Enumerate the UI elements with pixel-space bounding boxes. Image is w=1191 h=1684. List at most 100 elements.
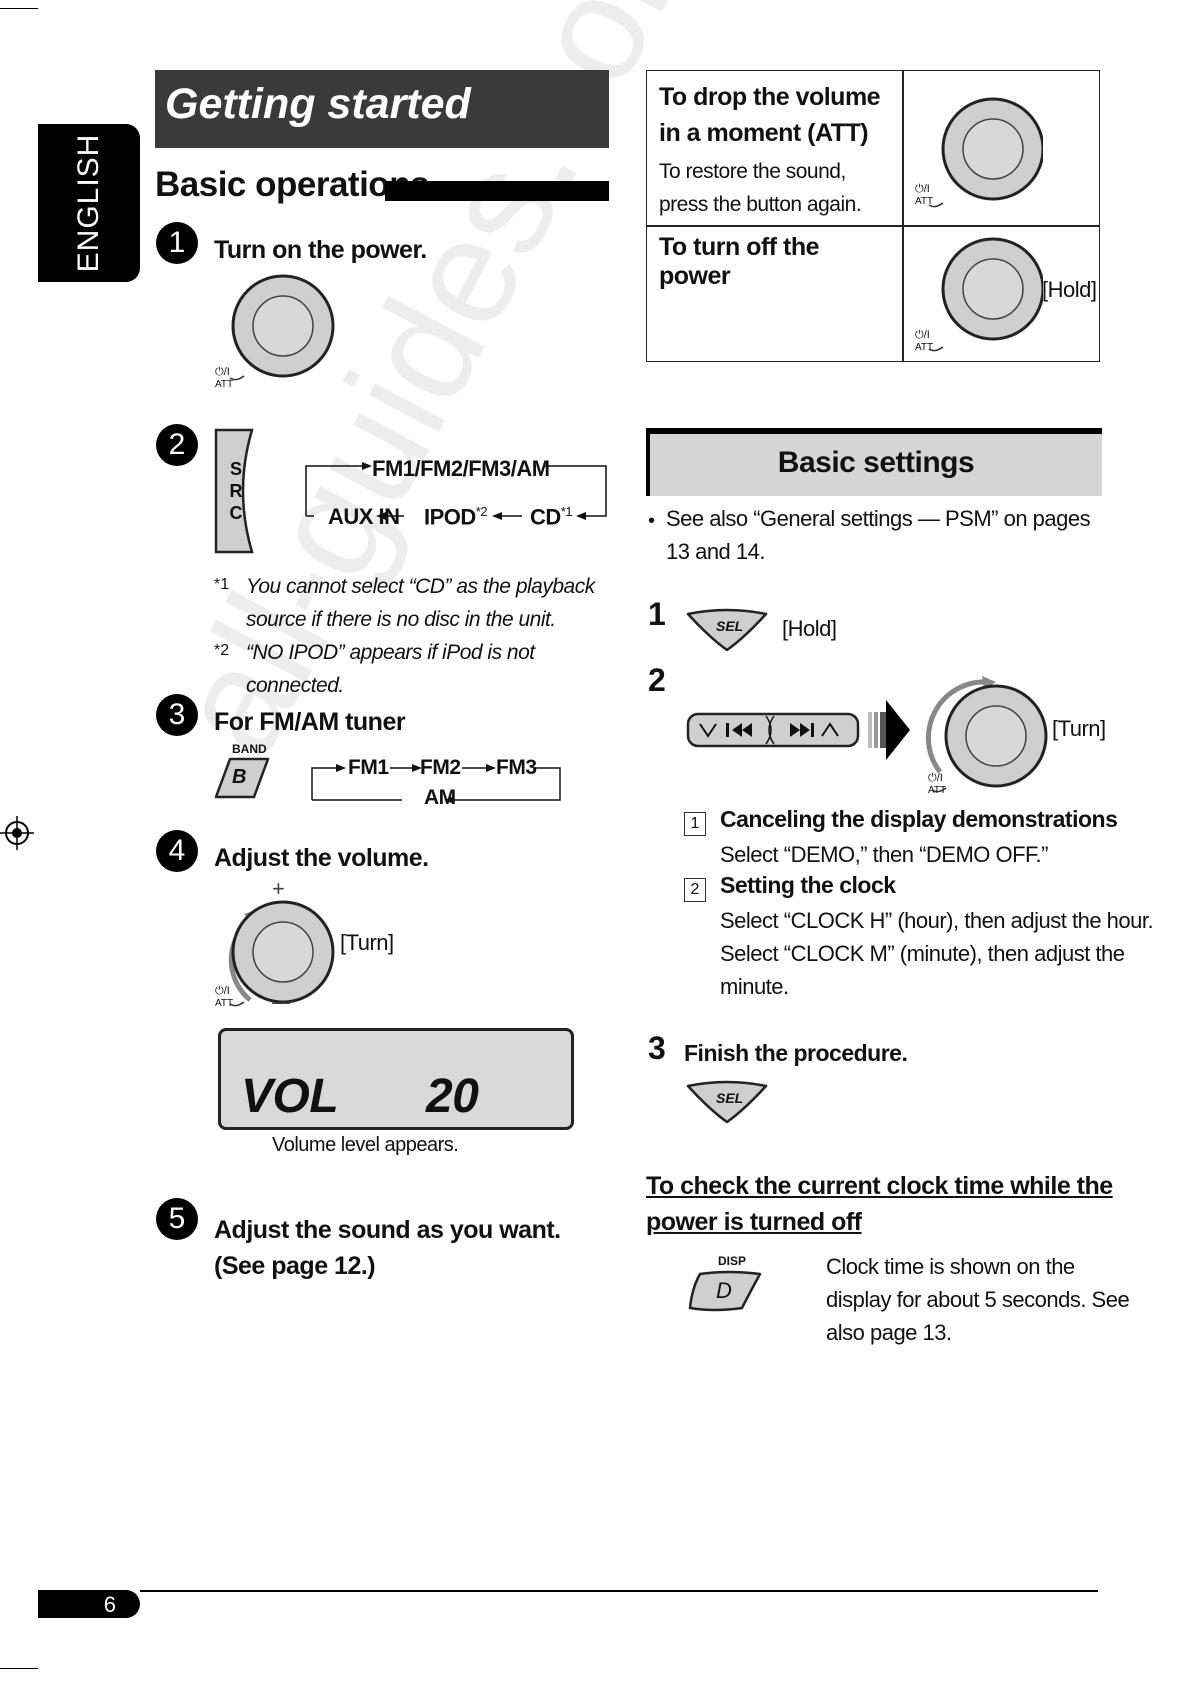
item-text: Select “CLOCK M” (minute), then adjust t… [720, 941, 1125, 966]
basic-settings-header: Basic settings [646, 428, 1102, 496]
item-text: minute. [720, 974, 789, 999]
step-title: For FM/AM tuner [214, 708, 406, 736]
disp-label: DISP [718, 1254, 747, 1268]
knob-label: ⏻/I [928, 772, 943, 784]
footnote-text: “NO IPOD” appears if iPod is not connect… [246, 641, 535, 697]
turn-label: [Turn] [1052, 716, 1106, 741]
step-title: Adjust the volume. [214, 844, 429, 872]
flow-aux-in: AUX IN [328, 504, 400, 529]
footnote-text: You cannot select “CD” as the playback s… [246, 575, 595, 631]
flow-fm2: FM2 [420, 756, 461, 779]
title-rule [385, 181, 609, 201]
page-number: 6 [103, 1592, 116, 1617]
crop-mark-top [0, 8, 38, 9]
power-knob-icon[interactable] [210, 270, 340, 395]
att-text: To restore the sound, press the button a… [659, 160, 862, 216]
step-title: Adjust the sound as you want. (See page … [214, 1216, 561, 1280]
knob-label: ATT [928, 785, 947, 796]
knob-label: ATT [215, 998, 234, 1009]
sel-key-label: SEL [716, 618, 744, 634]
table-divider [902, 71, 904, 361]
att-title: To drop the volume in a moment (ATT) [659, 83, 881, 147]
item-number: 2 [684, 878, 706, 902]
knob-label: ATT [915, 342, 934, 353]
clock-check-text: also page 13. [826, 1320, 952, 1345]
item-number: 1 [684, 812, 706, 836]
volume-caption: Volume level appears. [272, 1134, 459, 1156]
crop-mark-bottom [0, 1668, 38, 1669]
page-number-tab: 6 [38, 1590, 140, 1618]
clock-check-text: Clock time is shown on the [826, 1254, 1075, 1279]
hold-label: [Hold] [1042, 277, 1097, 302]
section-header: Getting started [155, 70, 609, 148]
quick-actions-table: To drop the volume in a moment (ATT) To … [646, 70, 1100, 362]
source-flow-diagram [305, 462, 607, 520]
flow-fm1: FM1 [348, 756, 389, 779]
volume-minus: — [272, 992, 290, 1012]
flow-fm-am: FM1/FM2/FM3/AM [372, 456, 550, 481]
src-button-label: SRC [229, 459, 243, 523]
flow-ipod: IPOD*2 [424, 504, 488, 530]
basic-operations-title: Basic operations [155, 165, 430, 204]
volume-display-value: 20 [426, 1070, 479, 1123]
language-tab: ENGLISH [38, 124, 140, 282]
settings-step-number: 2 [648, 662, 666, 698]
registration-mark-icon [0, 816, 34, 850]
footer-rule [140, 1590, 1098, 1592]
flow-am: AM [424, 786, 456, 809]
clock-check-title: power is turned off [646, 1208, 862, 1236]
step-number: 2 [156, 424, 198, 466]
power-off-title: To turn off the power [659, 233, 820, 290]
knob-label: ⏻/I [215, 985, 230, 997]
step-title: Turn on the power. [214, 236, 427, 264]
knob-label: ⏻/I [915, 183, 930, 195]
disp-key: D [716, 1278, 732, 1303]
src-button-icon[interactable] [212, 428, 262, 554]
volume-display-label: VOL [241, 1070, 339, 1123]
clock-check-text: display for about 5 seconds. See [826, 1287, 1130, 1312]
footnote-mark: *2 [214, 642, 230, 659]
sel-key-label: SEL [716, 1090, 744, 1106]
step-number: 1 [156, 222, 198, 264]
item-title: Canceling the display demonstrations [720, 806, 1118, 832]
tuner-flow-diagram [311, 764, 561, 804]
knob-label: ATT [915, 196, 934, 207]
step-number: 5 [156, 1198, 198, 1240]
bullet: • [648, 510, 656, 532]
arrow-right-icon [868, 700, 910, 760]
knob-label: ⏻/I [915, 329, 930, 341]
volume-knob-icon[interactable] [210, 880, 350, 1020]
band-key: B [232, 766, 247, 788]
clock-check-title: To check the current clock time while th… [646, 1172, 1113, 1200]
volume-display: VOL 20 [218, 1028, 574, 1130]
knob-label: ⏻/I [215, 366, 230, 378]
step-number: 3 [156, 694, 198, 736]
hold-label: [Hold] [782, 616, 837, 641]
att-knob-icon[interactable] [913, 81, 1043, 211]
turn-label: [Turn] [340, 930, 394, 955]
band-button-icon[interactable] [212, 757, 272, 801]
volume-plus: + [272, 876, 285, 901]
seek-buttons-icon[interactable] [686, 712, 860, 748]
settings-note: See also “General settings — PSM” on pag… [666, 506, 1091, 564]
sel-button-icon[interactable] [684, 1080, 770, 1126]
table-divider [647, 225, 1099, 227]
settings-step-title: Finish the procedure. [684, 1040, 908, 1066]
item-text: Select “DEMO,” then “DEMO OFF.” [720, 842, 1049, 867]
basic-settings-title: Basic settings [777, 446, 975, 479]
sel-button-icon[interactable] [684, 608, 770, 654]
item-title: Setting the clock [720, 872, 896, 898]
section-title: Getting started [165, 80, 471, 128]
knob-label: ATT [215, 379, 234, 390]
disp-button-icon[interactable] [684, 1270, 766, 1314]
band-label: BAND [232, 742, 267, 756]
turn-knob-icon[interactable] [920, 672, 1052, 802]
footnote-mark: *1 [214, 576, 230, 593]
step-number: 4 [156, 830, 198, 872]
settings-step-number: 1 [648, 596, 666, 632]
flow-cd: CD*1 [530, 504, 573, 530]
language-tab-label: ENGLISH [72, 133, 105, 273]
settings-step-number: 3 [648, 1030, 666, 1066]
power-off-knob-icon[interactable] [913, 231, 1043, 356]
flow-fm3: FM3 [496, 756, 537, 779]
